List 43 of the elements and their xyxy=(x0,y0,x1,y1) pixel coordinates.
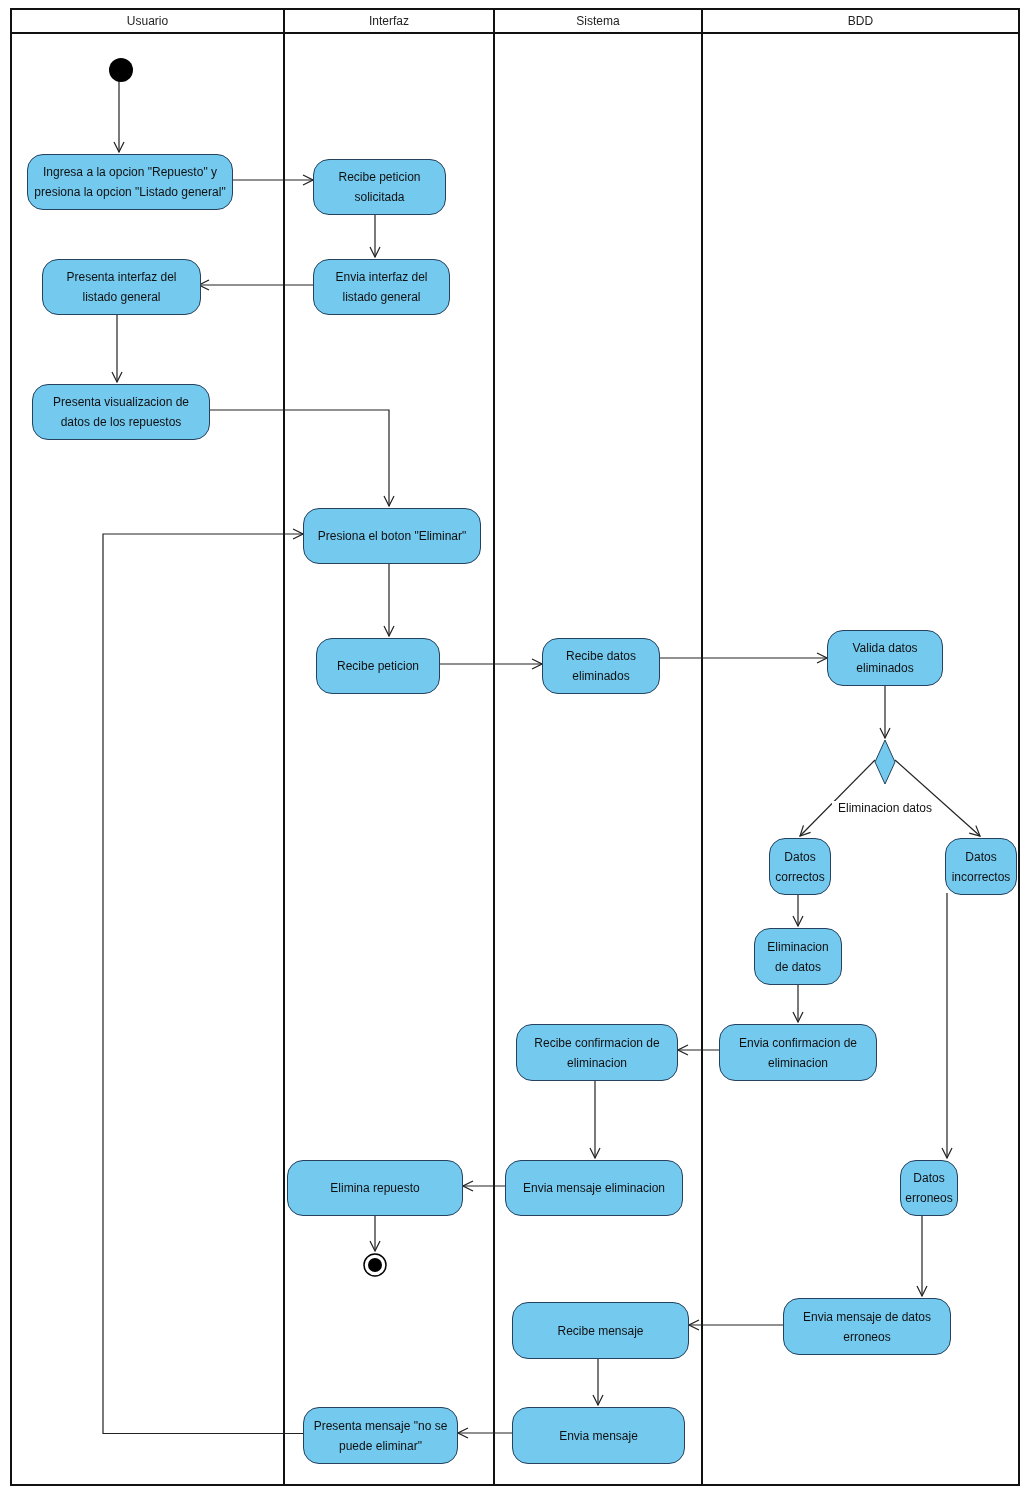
action-box: Presenta mensaje "no se puede eliminar" xyxy=(303,1407,458,1464)
decision-diamond xyxy=(875,740,895,784)
action-box: Ingresa a la opcion "Repuesto" y presiona la opcion "Listado general" xyxy=(27,154,233,210)
action-box: Envia mensaje xyxy=(512,1407,685,1464)
final-node xyxy=(363,1253,387,1277)
action-box: Presenta interfaz del listado general xyxy=(42,259,201,315)
swimlane xyxy=(703,8,1020,1486)
action-box: Eliminacion de datos xyxy=(754,928,842,985)
action-box: Presiona el boton "Eliminar" xyxy=(303,508,481,564)
lane-heading: Sistema xyxy=(495,10,701,34)
action-box: Recibe datos eliminados xyxy=(542,638,660,694)
action-box: Envia interfaz del listado general xyxy=(313,259,450,315)
action-box: Recibe mensaje xyxy=(512,1302,689,1359)
flow-arrow xyxy=(462,1180,506,1192)
flow-arrow xyxy=(688,1319,784,1331)
action-box: Recibe peticion xyxy=(316,638,440,694)
action-box: Elimina repuesto xyxy=(287,1160,463,1216)
action-box: Envia confirmacion de eliminacion xyxy=(719,1024,877,1081)
flow-arrow xyxy=(941,892,953,1159)
action-box: Envia mensaje eliminacion xyxy=(505,1160,683,1216)
flow-arrow xyxy=(799,759,876,837)
lane-heading: Interfaz xyxy=(285,10,493,34)
action-box: Datos erroneos xyxy=(900,1160,958,1216)
lane-heading: BDD xyxy=(703,10,1018,34)
action-box: Recibe confirmacion de eliminacion xyxy=(516,1024,678,1081)
action-box: Datos correctos xyxy=(769,838,831,895)
flow-arrow xyxy=(113,79,125,153)
swimlane xyxy=(495,8,703,1486)
action-box: Valida datos eliminados xyxy=(827,630,943,686)
flow-arrow xyxy=(439,658,543,670)
initial-node xyxy=(109,58,133,82)
flow-arrow xyxy=(677,1044,720,1056)
flow-arrow xyxy=(894,759,981,837)
action-box: Envia mensaje de datos erroneos xyxy=(783,1298,951,1355)
swimlane xyxy=(10,8,285,1486)
flow-arrow xyxy=(457,1427,513,1439)
flow-arrow xyxy=(659,652,828,664)
action-box: Recibe peticion solicitada xyxy=(313,159,446,215)
action-box: Presenta visualizacion de datos de los repuestos xyxy=(32,384,210,440)
action-box: Datos incorrectos xyxy=(945,838,1017,895)
lane-heading: Usuario xyxy=(12,10,283,34)
swimlane xyxy=(285,8,495,1486)
flow-arrow xyxy=(102,528,304,1435)
